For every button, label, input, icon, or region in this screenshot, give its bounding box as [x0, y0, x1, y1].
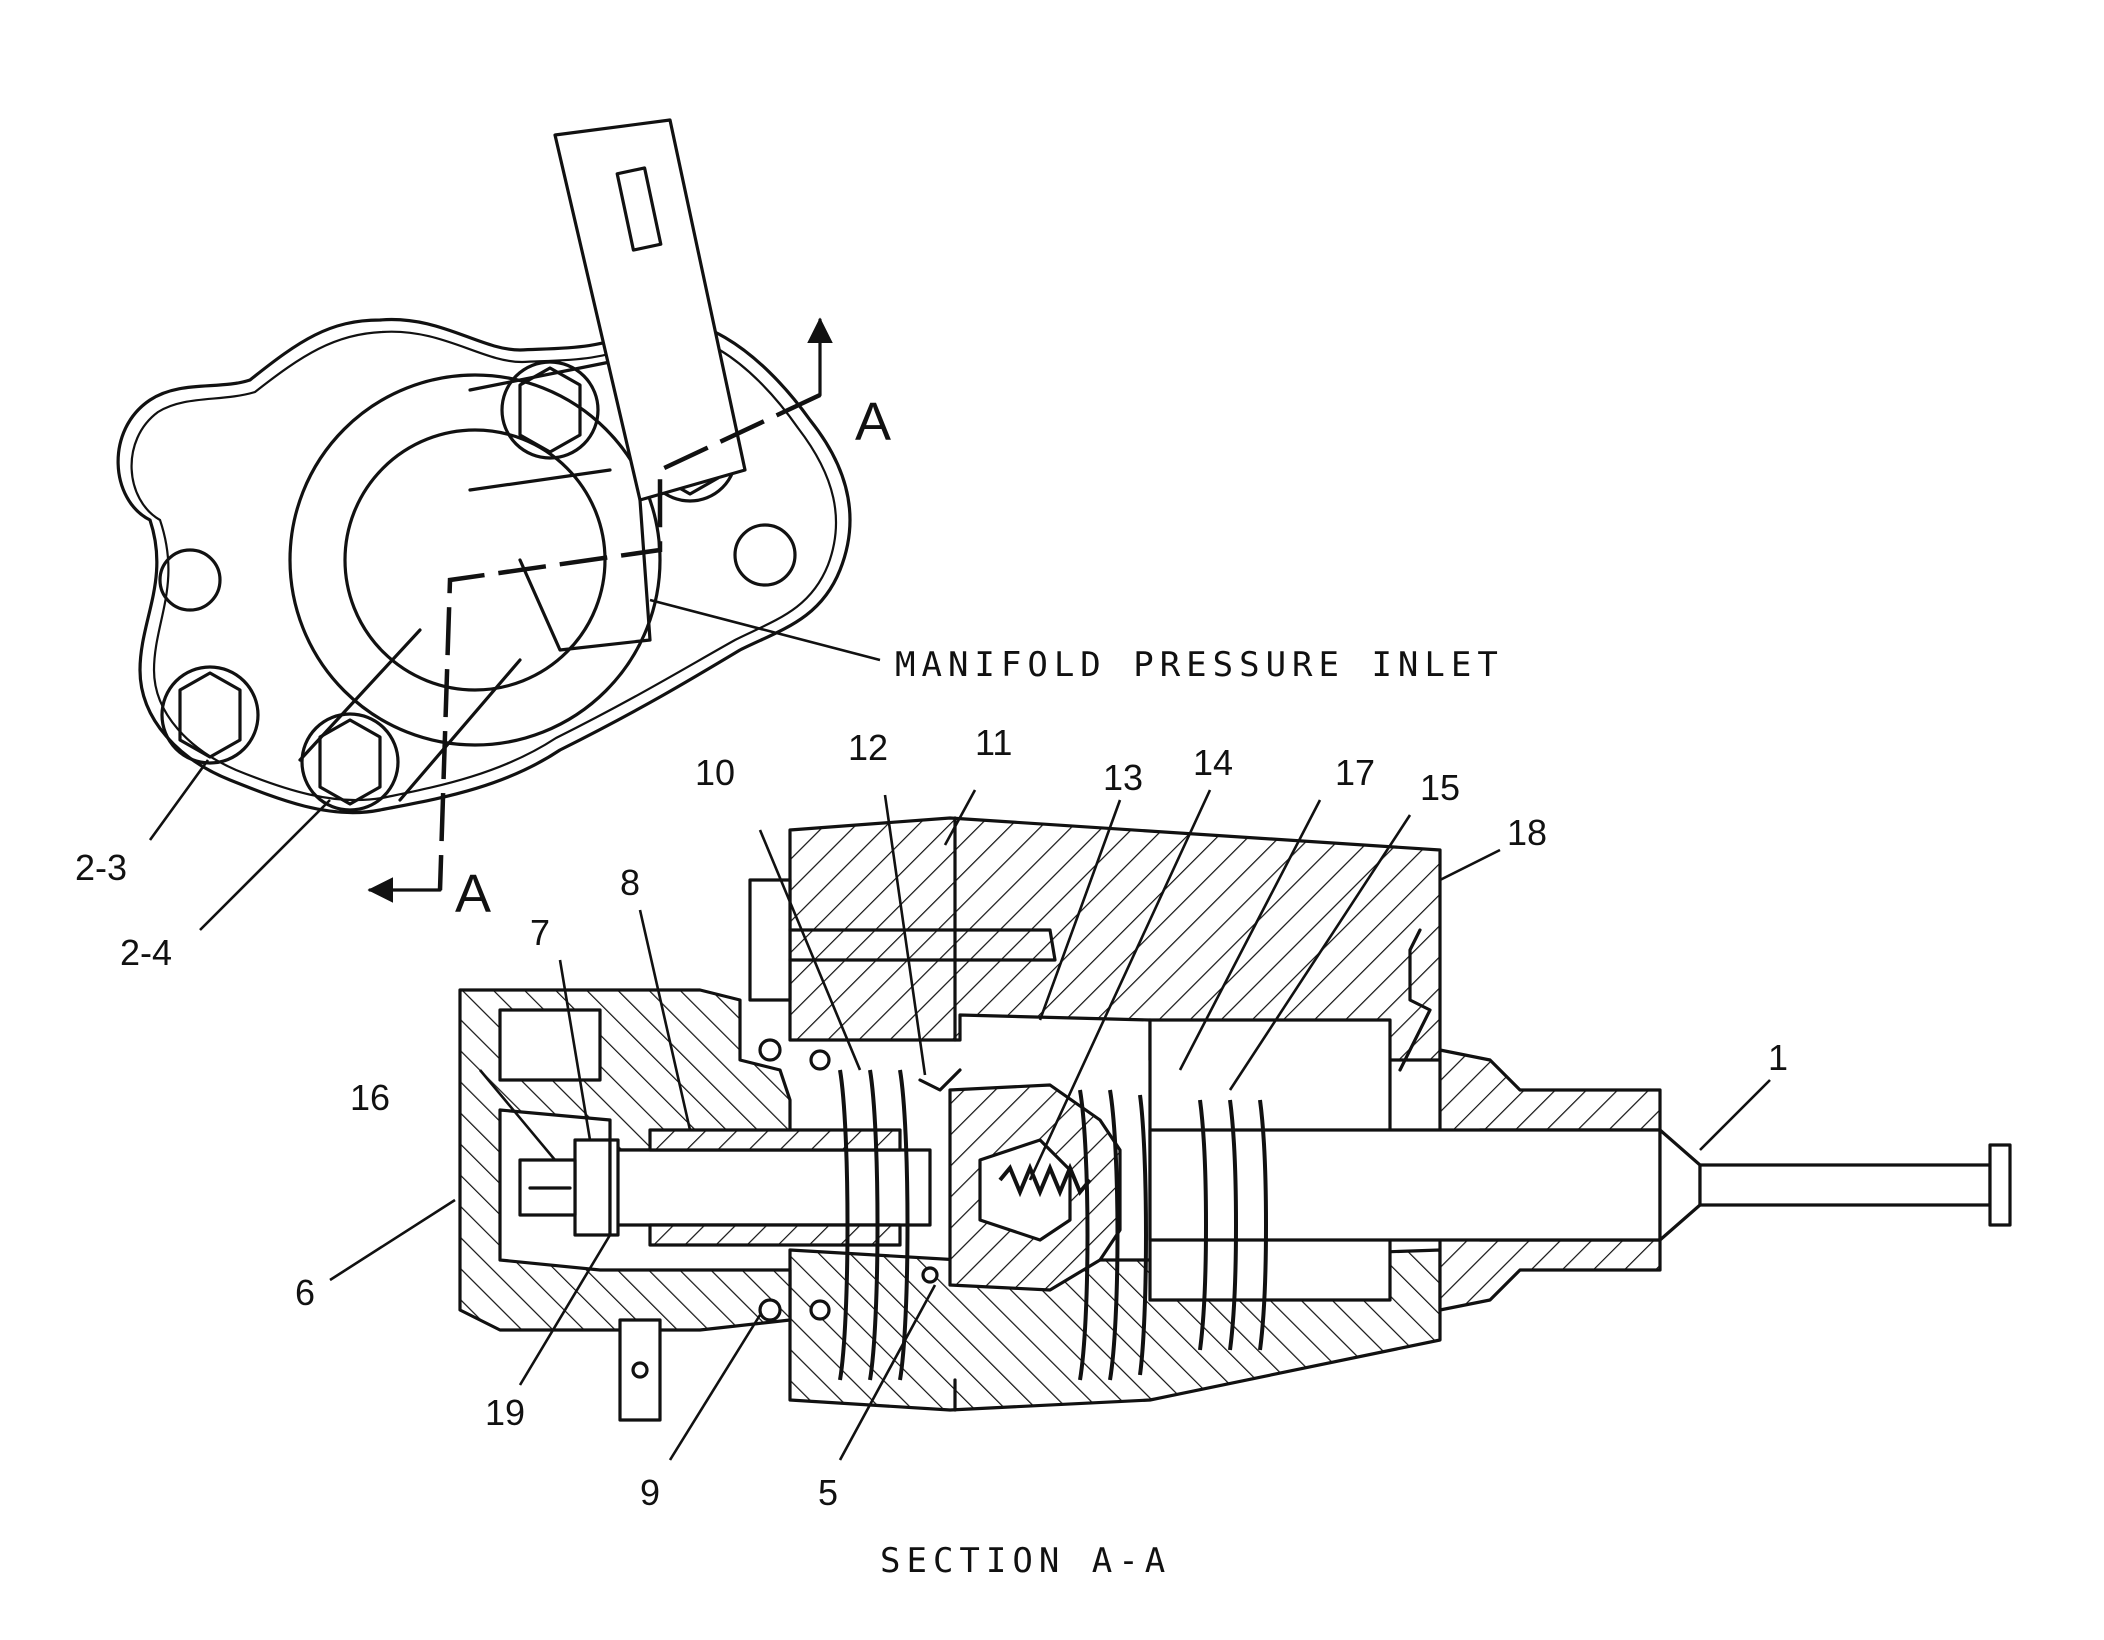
callout-10: 10 [695, 752, 735, 793]
section-view: 1 16 6 7 8 10 12 11 13 14 17 15 18 19 9 … [295, 722, 2012, 1581]
section-cut-line [437, 392, 821, 891]
spring-15 [1198, 1099, 1268, 1351]
plunger-cone [1658, 1128, 1702, 1242]
manifold-pressure-inlet-label: MANIFOLD PRESSURE INLET [895, 645, 1504, 685]
callout-6: 6 [295, 1272, 315, 1313]
callout-18: 18 [1507, 812, 1547, 853]
section-bolt-top [748, 878, 792, 1002]
top-view: A A MANIFOLD PRESSURE INLET 2-3 2-4 [75, 118, 1504, 973]
plunger-rod [1698, 1163, 1992, 1207]
callout-13: 13 [1103, 757, 1143, 798]
seal-18 [1398, 928, 1432, 1072]
callout-2-4: 2-4 [120, 932, 172, 973]
spring-17 [1078, 1089, 1148, 1381]
callout-14: 14 [1193, 742, 1233, 783]
tube-slot [615, 166, 663, 252]
adjusting-rod [598, 1148, 932, 1227]
section-bolt-bottom [618, 1318, 662, 1422]
callout-7: 7 [530, 912, 550, 953]
callout-1: 1 [1768, 1037, 1788, 1078]
plunger-end [1988, 1143, 2012, 1227]
piston-shaft [1148, 1128, 1662, 1242]
callout-8: 8 [620, 862, 640, 903]
pin-5 [921, 1266, 939, 1284]
bolt-2-4 [300, 712, 400, 812]
callout-16: 16 [350, 1077, 390, 1118]
center-bore [288, 373, 662, 747]
mount-hole-right [733, 523, 797, 587]
callout-15: 15 [1420, 767, 1460, 808]
callout-12: 12 [848, 727, 888, 768]
o-ring-9 [758, 1298, 782, 1322]
lock-nut [573, 1138, 612, 1237]
callout-19: 19 [485, 1392, 525, 1433]
callout-9: 9 [640, 1472, 660, 1513]
section-title: SECTION A-A [880, 1541, 1171, 1581]
callout-17: 17 [1335, 752, 1375, 793]
housing-outline [116, 317, 852, 815]
section-letter-top: A [855, 392, 891, 452]
clip-12 [918, 1068, 962, 1092]
bolt-top [500, 360, 600, 460]
bolt-2-3 [160, 665, 260, 765]
section-letter-bottom: A [455, 864, 491, 924]
callout-11: 11 [975, 722, 1012, 763]
mount-hole-left [158, 548, 222, 612]
pressure-tube [553, 118, 747, 502]
spring-10 [838, 1069, 910, 1381]
spring-14 [998, 1162, 1092, 1198]
callout-2-3: 2-3 [75, 847, 127, 888]
callout-5: 5 [818, 1472, 838, 1513]
